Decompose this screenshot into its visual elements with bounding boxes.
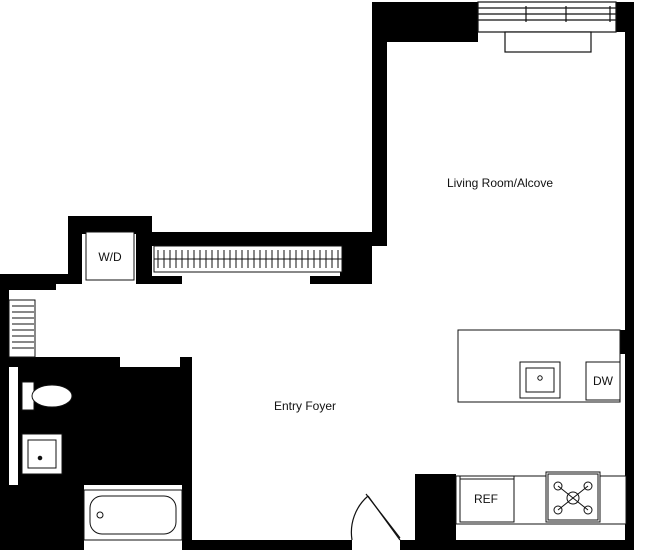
radiator xyxy=(504,31,592,53)
kitchen-sink xyxy=(519,361,561,399)
entry-door xyxy=(350,493,401,541)
washer-dryer-label: W/D xyxy=(98,250,122,264)
wall-east xyxy=(625,2,634,550)
wall-kitchen-south-west xyxy=(415,474,456,550)
living-room-label: Living Room/Alcove xyxy=(447,176,553,190)
refrigerator-label: REF xyxy=(474,492,498,506)
wall-west xyxy=(0,290,9,550)
refrigerator: REF xyxy=(459,475,515,523)
wall-wd-bottom xyxy=(136,276,182,284)
washer-dryer: W/D xyxy=(85,231,135,281)
closet-rod xyxy=(153,245,343,273)
bathroom-sink xyxy=(21,433,63,475)
wall-wd-right xyxy=(136,230,152,284)
stove xyxy=(545,471,601,523)
wall-wd-left xyxy=(68,216,82,284)
wall-closet-north xyxy=(68,216,372,246)
toilet xyxy=(21,381,73,411)
bathtub xyxy=(83,489,183,541)
wall-south xyxy=(192,540,352,550)
wall-bath-north xyxy=(0,357,120,367)
wall-south-right xyxy=(400,540,634,550)
dishwasher: DW xyxy=(585,361,621,401)
wall-west-upper xyxy=(0,274,68,290)
wall-east-notch xyxy=(620,330,634,354)
wall-living-north-west xyxy=(372,2,478,246)
walls xyxy=(0,2,634,550)
left-shelf xyxy=(8,299,36,358)
bathroom-lower-left xyxy=(0,485,84,550)
dishwasher-label: DW xyxy=(593,374,614,388)
entry-foyer-label: Entry Foyer xyxy=(274,399,336,413)
wall-bath-east xyxy=(182,357,192,550)
window xyxy=(477,1,617,33)
